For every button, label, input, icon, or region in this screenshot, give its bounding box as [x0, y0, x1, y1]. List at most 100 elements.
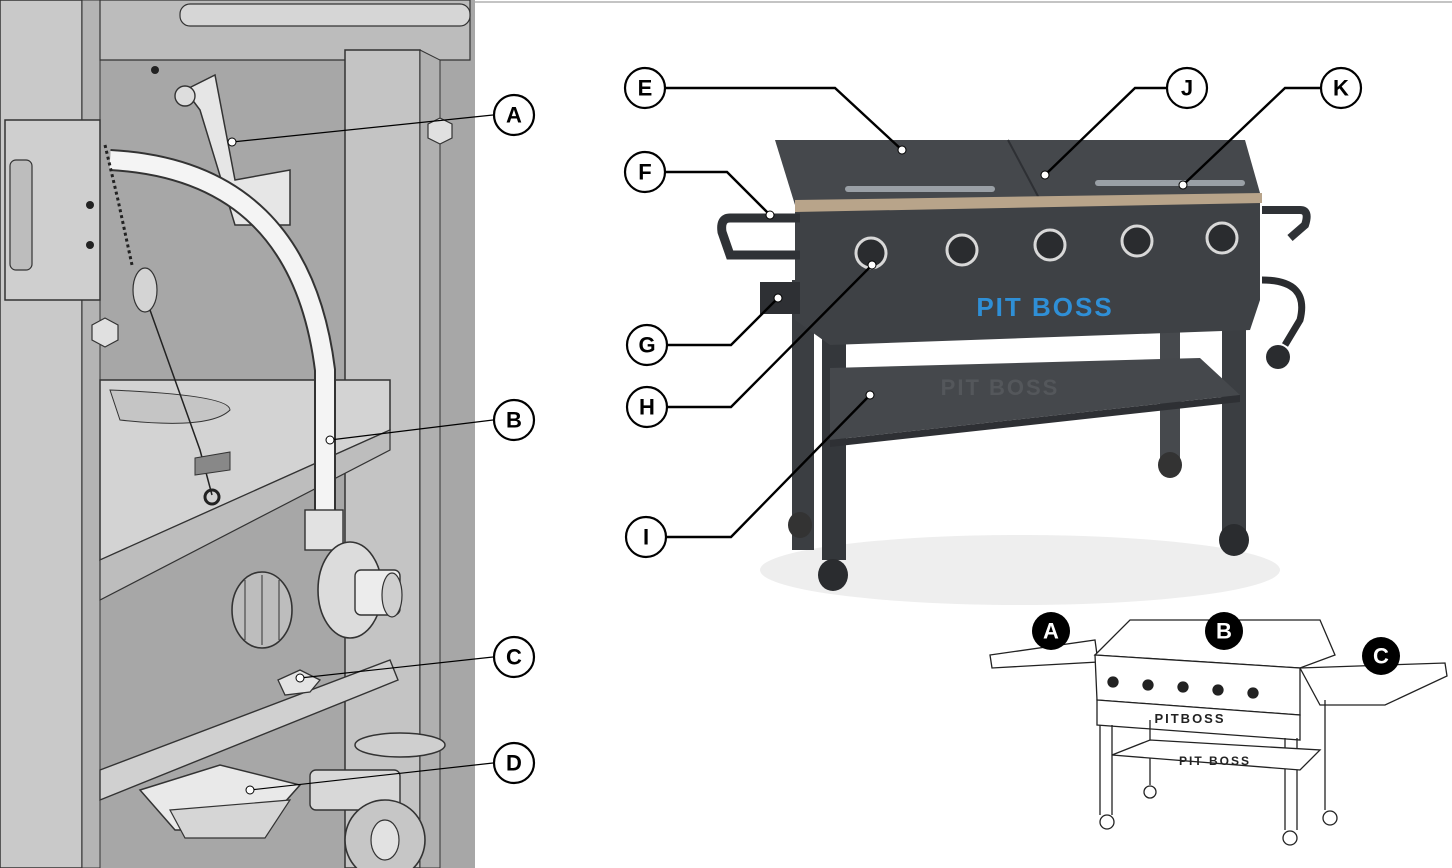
callout-e-circle	[623, 66, 667, 110]
leader-i	[666, 394, 871, 539]
callout-g-circle	[625, 323, 669, 367]
callout-h-label: H	[639, 395, 655, 420]
bolt-hole	[86, 201, 94, 209]
bottom-shelf	[830, 358, 1240, 440]
badge-b: B	[1205, 612, 1243, 650]
badge-a: A	[1032, 612, 1070, 650]
small-wheel	[1099, 814, 1115, 830]
burner-knob	[1120, 224, 1154, 258]
lanyard-ring	[203, 488, 221, 506]
leader-j	[1044, 86, 1166, 176]
callout-a: A	[492, 93, 536, 137]
callout-g-label: G	[638, 333, 655, 358]
leader-dot	[295, 673, 305, 683]
badge-c-label: C	[1373, 644, 1389, 669]
knob	[1247, 687, 1259, 699]
small-bottom-shelf	[1111, 739, 1322, 771]
leader-dot	[865, 390, 875, 400]
badge-b-label: B	[1216, 619, 1232, 644]
bracket-pivot	[174, 85, 196, 107]
callout-b-label: B	[506, 408, 522, 433]
callout-d-circle	[492, 741, 536, 785]
lid-seam	[1007, 139, 1041, 201]
wheel	[818, 559, 848, 591]
knob	[1142, 679, 1154, 691]
caster-hub	[370, 819, 400, 861]
callout-f: F	[623, 150, 667, 194]
griddle-illustration: PIT BOSS PIT BOSS	[717, 139, 1311, 605]
callout-a-label: A	[506, 103, 522, 128]
lanyard	[149, 309, 213, 496]
small-wheel	[1143, 785, 1157, 799]
grease-tray-cup	[169, 799, 292, 839]
leader-dot	[765, 210, 775, 220]
side-handle-left	[717, 213, 800, 260]
burner-knob	[1205, 221, 1239, 255]
callout-h-circle	[625, 385, 669, 429]
shelf-embossed-brand: PIT BOSS	[941, 375, 1060, 400]
regulator-hose	[1261, 276, 1306, 347]
callout-e: E	[623, 66, 667, 110]
front-rail	[1096, 699, 1301, 741]
callout-f-circle	[623, 150, 667, 194]
callout-b: B	[492, 398, 536, 442]
griddle-brand-logo: PIT BOSS	[976, 292, 1113, 322]
wheel	[788, 512, 812, 538]
gas-hose	[109, 151, 334, 520]
leader-b	[329, 419, 494, 441]
leader-e	[664, 86, 903, 151]
callout-k-label: K	[1333, 76, 1349, 101]
callout-a-circle	[492, 93, 536, 137]
wing-nut	[194, 451, 231, 476]
griddle-callouts: E F G H I J K	[623, 66, 1363, 559]
callout-k-circle	[1319, 66, 1363, 110]
leader-f	[664, 170, 771, 216]
callout-e-label: E	[638, 76, 653, 101]
knob	[1212, 684, 1224, 696]
hex-bolt	[91, 317, 119, 348]
hex-bolt	[427, 117, 453, 145]
bolt-hole	[86, 241, 94, 249]
leader-dot	[245, 785, 255, 795]
leader-a	[231, 114, 494, 143]
detail-view-panel	[0, 0, 475, 868]
leader-dot	[1178, 180, 1188, 190]
callout-j-circle	[1165, 66, 1209, 110]
badge-c: C	[1362, 637, 1400, 675]
regulator-outlet-face	[381, 572, 403, 618]
callout-j: J	[1165, 66, 1209, 110]
leader-dot	[227, 137, 237, 147]
badge-a-circle	[1032, 612, 1070, 650]
caster-plate	[354, 732, 446, 758]
leader-dot	[773, 293, 783, 303]
badge-c-circle	[1362, 637, 1400, 675]
leader-dot	[897, 145, 907, 155]
leader-dot	[325, 435, 335, 445]
side-shelf-right	[1298, 662, 1448, 706]
callout-d: D	[492, 741, 536, 785]
wheel	[1158, 452, 1182, 478]
small-view-badges: A B C	[1032, 612, 1400, 675]
callout-j-label: J	[1181, 76, 1193, 101]
side-handle-right	[1262, 206, 1311, 242]
callout-i-circle	[624, 515, 668, 559]
small-wheel	[1282, 830, 1298, 846]
panel-slot	[9, 159, 33, 271]
leader-dot	[867, 260, 877, 270]
tank-bracket	[183, 73, 291, 226]
griddle-top-edge	[795, 193, 1262, 212]
callout-f-label: F	[638, 160, 651, 185]
burner-knob	[945, 233, 979, 267]
leader-h	[667, 264, 873, 409]
leader-g	[667, 297, 779, 347]
knob	[1107, 676, 1119, 688]
badge-b-circle	[1205, 612, 1243, 650]
callout-h: H	[625, 385, 669, 429]
badge-a-label: A	[1043, 619, 1059, 644]
floor-shadow	[760, 535, 1280, 605]
safety-chain	[103, 144, 134, 266]
chain-tag	[132, 267, 158, 313]
bottom-shelf-edge	[830, 395, 1240, 447]
burner-knob	[1033, 228, 1067, 262]
